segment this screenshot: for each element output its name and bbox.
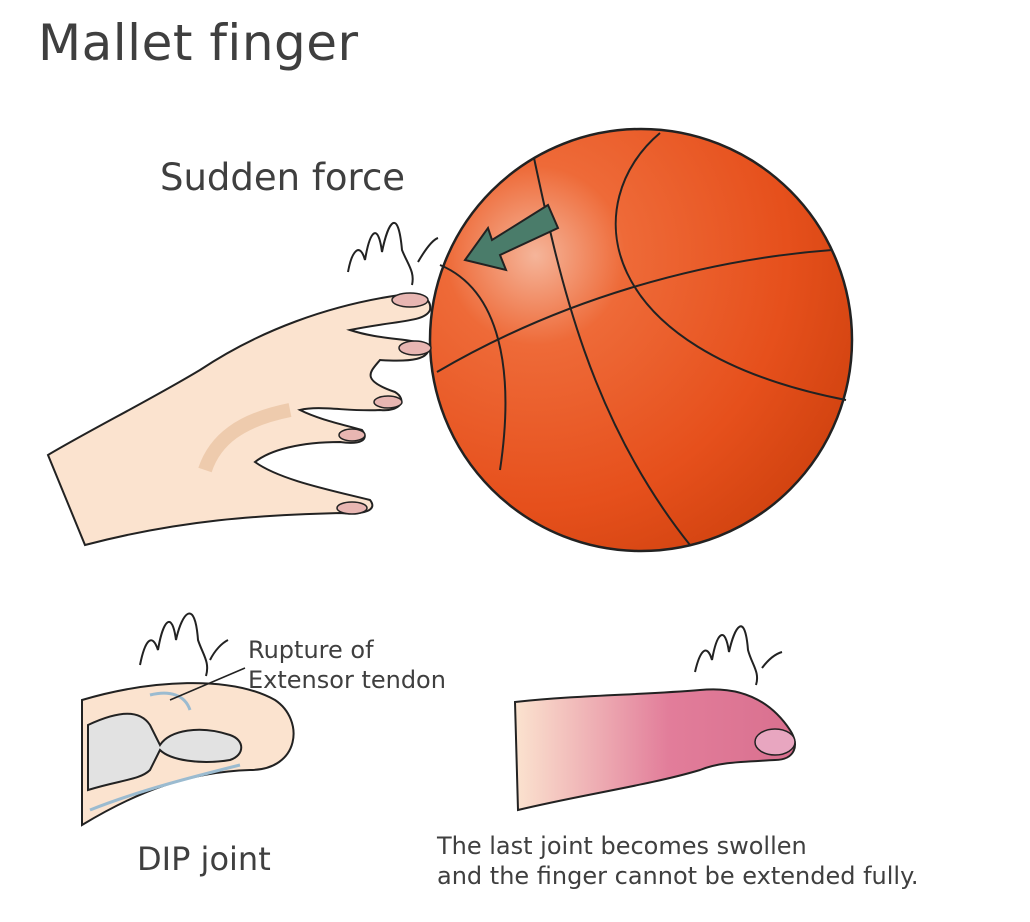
tendon-label-line2: Extensor tendon: [248, 666, 446, 694]
tendon-label-line1: Rupture of: [248, 636, 374, 664]
force-label: Sudden force: [160, 156, 406, 199]
caption-line2: and the finger cannot be extended fully.: [437, 862, 919, 890]
impact-mark-icon: [139, 612, 229, 677]
page-title: Mallet finger: [38, 14, 359, 72]
joint-label: DIP joint: [137, 840, 271, 878]
basketball-illustration: [428, 127, 854, 553]
hand-illustration: [46, 292, 432, 547]
swollen-finger-illustration: [513, 688, 796, 812]
impact-mark-icon: [347, 222, 439, 286]
impact-mark-icon: [694, 625, 783, 686]
caption-line1: The last joint becomes swollen: [437, 832, 807, 860]
force-arrow-icon: [463, 203, 560, 272]
finger-cross-section-illustration: [81, 667, 295, 827]
